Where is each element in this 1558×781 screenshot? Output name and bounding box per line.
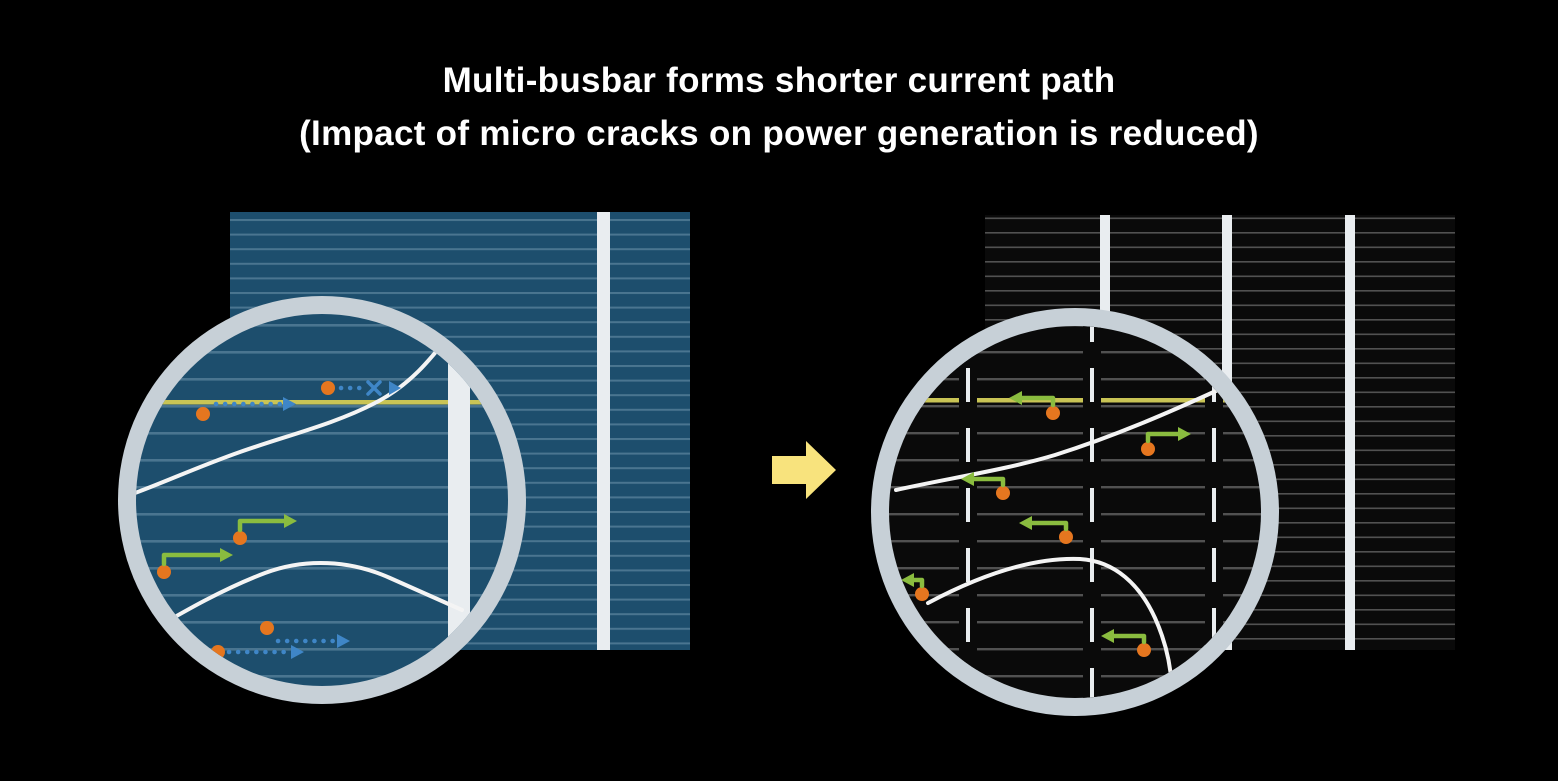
current-arrowhead <box>291 645 304 659</box>
micro-crack <box>136 561 464 643</box>
title-line-2: (Impact of micro cracks on power generat… <box>299 114 1259 153</box>
broken-finger-line <box>889 398 1261 403</box>
electron-dot <box>1059 530 1073 544</box>
electron-dot <box>1141 442 1155 456</box>
electron-dot <box>233 531 247 545</box>
current-arrowhead <box>1009 391 1022 405</box>
transition-arrow-icon <box>772 441 836 499</box>
electron-dot <box>915 587 929 601</box>
micro-crack <box>926 556 1174 692</box>
short-current-path <box>971 476 1006 488</box>
short-current-path <box>911 577 925 589</box>
current-arrowhead <box>1178 427 1191 441</box>
broken-finger-line <box>136 400 508 405</box>
current-arrowhead <box>961 472 974 486</box>
current-arrowhead <box>283 397 296 411</box>
current-arrowhead <box>1019 516 1032 530</box>
electron-dot <box>1137 643 1151 657</box>
right-magnifier-view <box>889 326 1261 698</box>
title-line-1: Multi-busbar forms shorter current path <box>442 61 1116 100</box>
magnified-cell-surface <box>889 326 1261 698</box>
magnified-busbar <box>959 326 977 698</box>
short-current-path <box>1111 633 1147 645</box>
right-magnifier <box>871 308 1279 716</box>
electron-dot <box>1046 406 1060 420</box>
left-magnifier-view <box>136 314 508 686</box>
magnified-cell-surface <box>136 314 508 686</box>
current-arrowhead <box>901 573 914 587</box>
electron-dot <box>321 381 335 395</box>
magnified-busbar <box>448 314 470 686</box>
electron-dot <box>196 407 210 421</box>
short-current-path <box>1029 520 1069 532</box>
current-arrowhead <box>220 548 233 562</box>
current-arrowhead <box>389 381 401 395</box>
multi-busbar <box>1345 215 1355 650</box>
current-arrowhead <box>337 634 350 648</box>
short-current-path <box>1019 395 1056 408</box>
page-title: Multi-busbar forms shorter current path … <box>0 54 1558 160</box>
blocked-path-x-icon <box>366 380 382 396</box>
short-current-path <box>1145 431 1181 444</box>
magnified-busbar <box>1083 326 1101 698</box>
electron-dot <box>260 621 274 635</box>
short-current-path <box>161 552 223 567</box>
electron-dot <box>996 486 1010 500</box>
micro-crack <box>894 388 1220 492</box>
micro-crack <box>136 330 454 495</box>
short-current-path <box>237 518 287 533</box>
current-arrowhead <box>284 514 297 528</box>
electron-dot <box>157 565 171 579</box>
left-magnifier <box>118 296 526 704</box>
conventional-cell-busbar <box>597 212 610 650</box>
current-arrowhead <box>1101 629 1114 643</box>
